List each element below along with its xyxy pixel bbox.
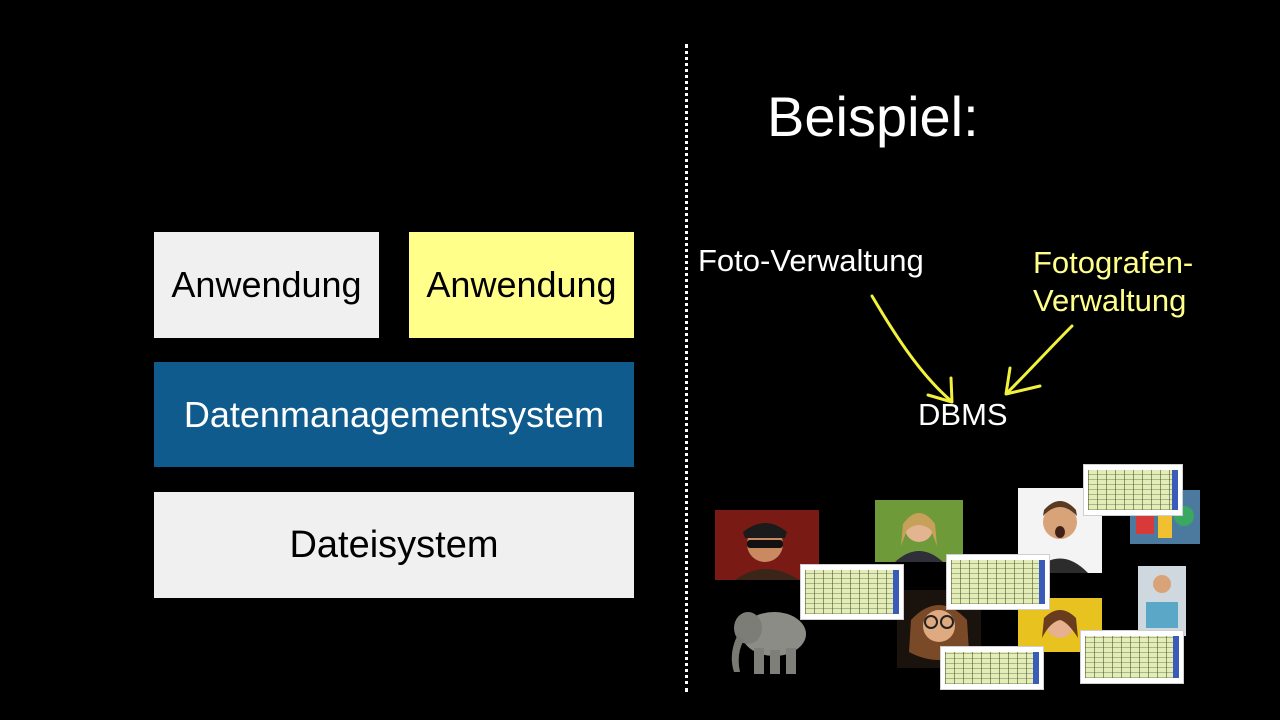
dbms-label: DBMS <box>918 397 1008 432</box>
application-box-2: Anwendung <box>409 232 634 338</box>
data-management-system-box: Datenmanagementsystem <box>154 362 634 467</box>
glasses-man-icon <box>897 590 981 668</box>
arrow-photographer-to-dbms-head <box>1004 366 1042 396</box>
arrow-photo-to-dbms-head <box>926 376 954 404</box>
photo-woman-smiling <box>875 500 963 562</box>
spreadsheet-thumbnail-1 <box>800 564 904 620</box>
spreadsheet-thumbnail-4 <box>940 646 1044 690</box>
presenter-icon <box>1138 566 1186 636</box>
elephant-icon <box>722 594 814 680</box>
spreadsheet-thumbnail-5 <box>1080 630 1184 684</box>
photographer-management-label-line2: Verwaltung <box>1033 283 1187 318</box>
data-management-system-label: Datenmanagementsystem <box>183 393 605 435</box>
photo-man-sunglasses <box>715 510 819 580</box>
arrow-photo-to-dbms <box>870 294 952 402</box>
photo-elephant <box>722 594 814 680</box>
photographer-management-label-line1: Fotografen- <box>1033 245 1194 280</box>
photo-man-glasses <box>897 590 981 668</box>
woman-portrait-icon <box>875 500 963 562</box>
file-system-box: Dateisystem <box>154 492 634 598</box>
arrow-photographer-to-dbms <box>1006 324 1074 394</box>
application-label-2: Anwendung <box>426 264 617 305</box>
application-box-1: Anwendung <box>154 232 379 338</box>
dotted-divider <box>685 44 688 692</box>
photo-management-label: Foto-Verwaltung <box>698 243 924 278</box>
spreadsheet-thumbnail-3 <box>1083 464 1183 516</box>
example-title: Beispiel: <box>767 85 979 148</box>
file-system-label: Dateisystem <box>289 523 499 566</box>
application-label-1: Anwendung <box>171 264 362 305</box>
spreadsheet-thumbnail-2 <box>946 554 1050 610</box>
photo-presenter <box>1138 566 1186 636</box>
